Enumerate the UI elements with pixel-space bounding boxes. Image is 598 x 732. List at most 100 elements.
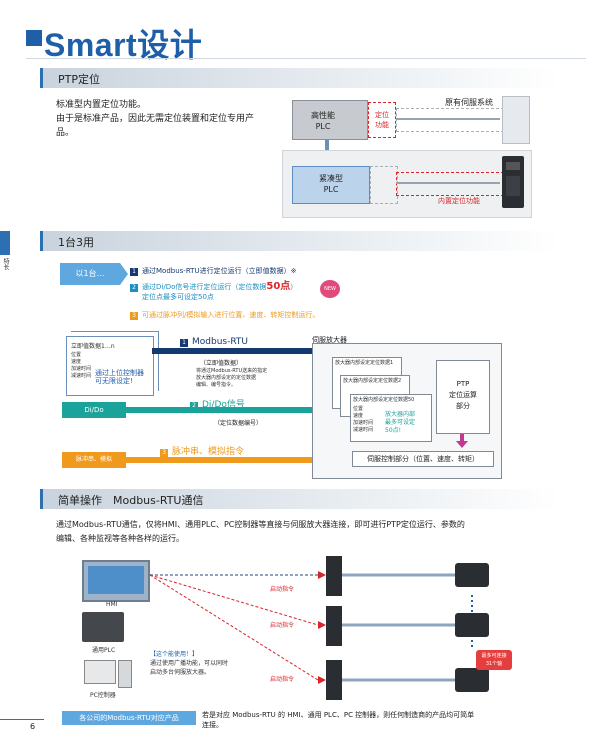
plc-icon [82, 612, 124, 642]
new-badge: NEW [320, 280, 340, 298]
modbus-note-line: 将通过Modbus-RTU送来的指定 [196, 368, 268, 374]
builtin-line [396, 182, 500, 184]
max-axes-text: 最多可连接 [481, 653, 507, 659]
servo-control-box: 伺服控制部分（位置、速度、转矩） [352, 451, 494, 467]
page-title: Smart设计 [44, 27, 203, 63]
servo-amplifier-icon [502, 156, 524, 208]
servo-amplifier-icon [326, 660, 342, 700]
dido-sublabel: （定位数据编号） [214, 420, 263, 427]
broadcast-line [149, 574, 319, 681]
ptp-desc-line: 标准型内置定位功能。 [56, 100, 147, 110]
side-tab-marker [0, 231, 10, 255]
amp-note: 50点! [385, 427, 402, 434]
badge-arrow-icon [120, 263, 128, 285]
pulse-arrow [126, 457, 342, 463]
hp-plc-label: 高性能 [311, 111, 335, 120]
ptp-calc-label: PTP [456, 380, 470, 388]
position-function-box: 定位 功能 [368, 102, 396, 138]
card-field: 速度 [353, 413, 364, 419]
card-title: 放大器内部设定定位数据2 [343, 378, 402, 384]
host-note: 可无限设定! [95, 377, 133, 385]
section-header-one-to-three: 1台3用 [40, 231, 560, 251]
tip-title: 【这个能使用！】 [150, 651, 199, 658]
down-arrow-icon [456, 441, 468, 448]
doc-field: 位置 [71, 352, 82, 358]
title-divider [26, 58, 586, 59]
feature-text: 通过Modbus-RTU进行定位运行（立即值数据）※ [142, 267, 297, 275]
high-perf-plc-box: 高性能 PLC [292, 100, 368, 140]
plc-label: 通用PLC [92, 647, 116, 654]
legacy-servo-label: 原有伺服系统 [445, 98, 493, 107]
servo-amplifier-icon [326, 606, 342, 646]
modbus-arrow [152, 348, 424, 354]
side-tab-label: 特长 [2, 258, 9, 270]
footer-note-line: 连接。 [202, 721, 223, 729]
max-axes-text: 31个轴 [485, 661, 503, 667]
amp-note: 最多可设定 [385, 419, 416, 426]
hmi-label: HMI [106, 601, 118, 608]
section-title-easy: 简单操作 Modbus-RTU通信 [58, 494, 204, 507]
arrow-icon [318, 621, 326, 629]
page-number-rule [0, 719, 44, 720]
compact-plc-label: PLC [323, 185, 339, 194]
arrow-icon [318, 571, 326, 579]
feature-text: ） [290, 283, 298, 291]
doc-field: 速度 [71, 359, 82, 365]
modbus-products-badge: 各公司的Modbus-RTU对应产品 [62, 711, 196, 725]
ptp-desc-line: 由于是标准产品，因此无需定位装置和定位专用产 [56, 114, 255, 124]
card-title: 放大器内部设定定位数据50 [353, 397, 415, 403]
ptp-calc-box: PTP 定位运算 部分 [436, 360, 490, 434]
builtin-label: 内置定位功能 [438, 197, 480, 205]
tip-text: 启动多台伺服放大器。 [150, 669, 211, 676]
feature-text: 可通过脉冲列/模拟输入进行位置、速度、转矩控制运行。 [142, 311, 320, 319]
easy-desc-line: 通过Modbus-RTU通信，仅将HMI、通用PLC、PC控制器等直接与伺服放大… [56, 520, 465, 529]
broadcast-tip: 【这个能使用！】 通过使用广播功能，可以同时 启动多台伺服放大器。 [150, 650, 228, 677]
compact-plc-box: 紧凑型 PLC [292, 166, 370, 204]
ptp-desc-line: 品。 [56, 128, 75, 138]
feature-highlight: 50点 [266, 281, 291, 292]
ptp-calc-label: 部分 [456, 402, 470, 410]
feature-item-3: 3 可通过脉冲列/模拟输入进行位置、速度、转矩控制运行。 [130, 310, 319, 320]
pos-func-label: 功能 [375, 121, 389, 129]
arrow-icon [318, 676, 326, 684]
start-command-label: 启动指令 [270, 622, 295, 629]
amp-title: 伺服放大器 [312, 336, 347, 344]
legacy-line [396, 118, 500, 120]
broadcast-line [149, 574, 319, 626]
servo-motor-icon [455, 613, 489, 637]
doc-field: 加速时间 [71, 366, 92, 372]
pos-func-label: 定位 [375, 111, 389, 119]
servo-motor-icon [455, 668, 489, 692]
pulse-label: 3 脉冲串、模拟指令 [160, 444, 244, 457]
host-note: 通过上位控制器 [95, 369, 144, 377]
placeholder-box [370, 166, 398, 204]
modbus-label: 1 Modbus-RTU [180, 337, 248, 347]
section-header-ptp: PTP定位 [40, 68, 560, 88]
amp-note: 放大器内部 [385, 411, 416, 418]
feature-number: 1 [130, 268, 138, 276]
servo-amplifier-icon [326, 556, 342, 596]
section-header-easy: 简单操作 Modbus-RTU通信 [40, 489, 560, 509]
pulse-number: 3 [160, 449, 168, 457]
pulse-label-text: 脉冲串、模拟指令 [172, 447, 245, 457]
card-field: 减速时间 [353, 427, 374, 433]
feature-number: 3 [130, 312, 138, 320]
hp-plc-label: PLC [315, 122, 331, 131]
section-title-ptp: PTP定位 [58, 73, 100, 86]
pc-label: PC控制器 [90, 692, 116, 699]
start-command-label: 启动指令 [270, 586, 295, 593]
modbus-number: 1 [180, 339, 188, 347]
compact-plc-label: 紧凑型 [319, 174, 343, 183]
modbus-note: 将通过Modbus-RTU送来的指定 放大器内部设定的定位数据 编辑、编号指令。 [196, 368, 296, 389]
legacy-servo-icon [502, 96, 530, 144]
modbus-label-text: Modbus-RTU [192, 337, 249, 347]
dido-box: Di/Do [62, 402, 126, 418]
doc-title: 立即值数据1…n [71, 343, 115, 350]
ptp-calc-label: 定位运算 [449, 391, 477, 399]
feature-item-1: 1 通过Modbus-RTU进行定位运行（立即值数据）※ [130, 266, 296, 276]
feature-text: 通过Di/Do信号进行定位运行（定位数据 [142, 283, 267, 291]
doc-field: 减速时间 [71, 373, 92, 379]
